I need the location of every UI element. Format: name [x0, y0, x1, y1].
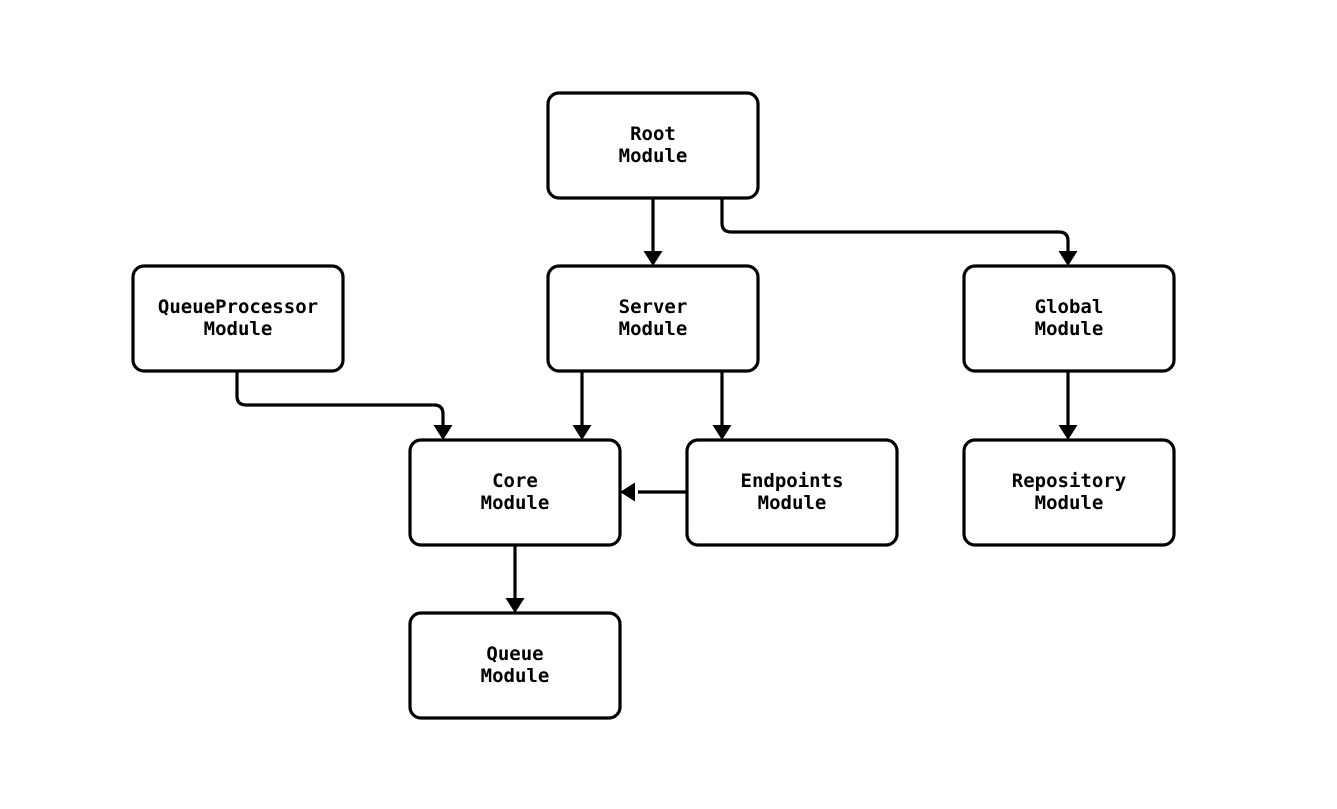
- edge-root-to-server: [643, 198, 663, 266]
- server-module-label-line1: Server: [619, 296, 688, 318]
- edge-endpoints-to-core: [620, 482, 687, 502]
- edge-endpoints-to-core-arrowhead-icon: [620, 482, 635, 502]
- global-module-box[interactable]: [962, 264, 1176, 373]
- repository-module-label-line2: Module: [1035, 492, 1104, 514]
- root-module-box[interactable]: [546, 91, 760, 200]
- endpoints-module-box[interactable]: [685, 438, 899, 547]
- edge-queueprocessor-to-core-arrowhead-icon: [433, 425, 453, 440]
- edge-server-to-core-arrowhead-icon: [572, 425, 592, 440]
- queueprocessor-module-box[interactable]: [131, 264, 345, 373]
- core-module-label-line1: Core: [492, 470, 538, 492]
- repository-module-label-line1: Repository: [1012, 470, 1126, 492]
- edge-server-to-core: [572, 371, 592, 440]
- queueprocessor-module-label-line1: QueueProcessor: [158, 296, 318, 318]
- edge-queueprocessor-to-core: [235, 371, 453, 440]
- edge-global-to-repository: [1058, 371, 1078, 440]
- core-module-label-line2: Module: [481, 492, 550, 514]
- edge-root-to-global: [720, 198, 1078, 266]
- edge-core-to-queue-arrowhead-icon: [505, 598, 525, 613]
- global-module-label-line2: Module: [1035, 318, 1104, 340]
- endpoints-module-label-line1: Endpoints: [741, 470, 844, 492]
- queueprocessor-module-label-line2: Module: [204, 318, 273, 340]
- queue-module-box[interactable]: [408, 611, 622, 720]
- edge-core-to-queue: [505, 545, 525, 613]
- global-module-label-line1: Global: [1035, 296, 1104, 318]
- edge-server-to-endpoints-arrowhead-icon: [712, 425, 732, 440]
- edge-server-to-endpoints: [712, 371, 732, 440]
- server-module-box[interactable]: [546, 264, 760, 373]
- edge-queueprocessor-to-core-line: [235, 371, 445, 426]
- edge-root-to-global-arrowhead-icon: [1058, 251, 1078, 266]
- node-layer: RootModuleQueueProcessorModuleServerModu…: [131, 91, 1176, 720]
- root-module-label-line2: Module: [619, 145, 688, 167]
- edge-root-to-global-line: [720, 198, 1070, 252]
- edge-layer: [235, 198, 1078, 613]
- edge-root-to-server-arrowhead-icon: [643, 251, 663, 266]
- queue-module-label-line1: Queue: [486, 643, 543, 665]
- queue-module-label-line2: Module: [481, 665, 550, 687]
- root-module-label-line1: Root: [630, 123, 676, 145]
- edge-global-to-repository-arrowhead-icon: [1058, 425, 1078, 440]
- core-module-box[interactable]: [408, 438, 622, 547]
- server-module-label-line2: Module: [619, 318, 688, 340]
- endpoints-module-label-line2: Module: [758, 492, 827, 514]
- repository-module-box[interactable]: [962, 438, 1176, 547]
